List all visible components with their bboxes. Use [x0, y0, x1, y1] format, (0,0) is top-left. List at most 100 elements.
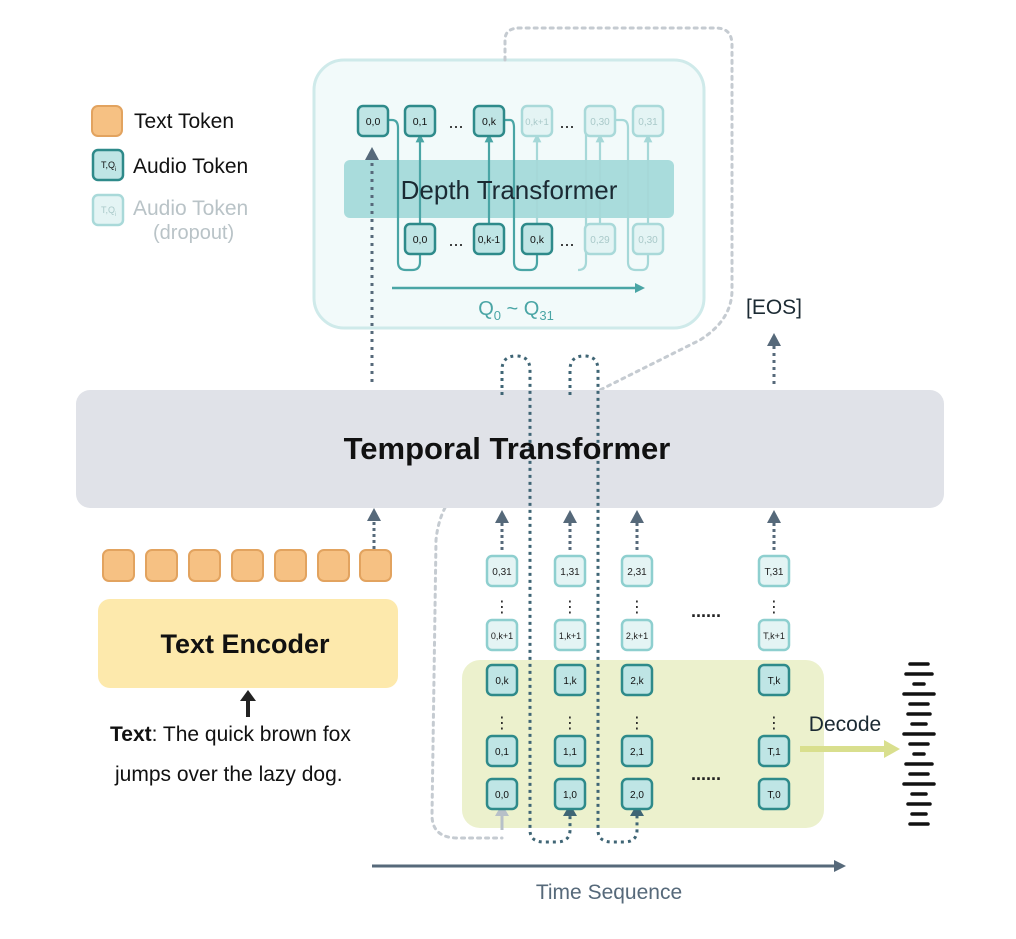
token-label: 2,k+1	[626, 631, 648, 641]
text-token	[188, 549, 221, 582]
depth-top-token: 0,0	[356, 104, 390, 138]
depth-top-ellipsis: ...	[448, 112, 463, 132]
horizontal-ellipsis: ......	[691, 601, 721, 621]
depth-top-token-dropout: 0,31	[631, 104, 665, 138]
depth-bottom-token: 0,0	[403, 222, 437, 256]
token-label: 0,29	[590, 235, 610, 246]
text-token	[359, 549, 392, 582]
audio-column-0: 0,31 ⋮ 0,k+1 0,k ⋮ 0,1 0,0	[485, 554, 519, 811]
depth-top-token: 0,k	[472, 104, 506, 138]
token-label: 1,0	[563, 790, 577, 801]
token-label: 0,0	[413, 234, 428, 246]
text-caption-line2: jumps over the lazy dog.	[114, 763, 343, 786]
vertical-ellipsis: ⋮	[494, 599, 510, 616]
text-to-temporal-arrowhead	[367, 508, 381, 521]
token-label: T,k+1	[763, 631, 785, 641]
token-label: 0,k	[482, 116, 497, 128]
legend-dropout-label: Audio Token	[133, 197, 248, 220]
vertical-ellipsis: ⋮	[629, 599, 645, 616]
q-range-label: Q0 ~ Q31	[478, 298, 554, 323]
token-label: T,31	[765, 567, 784, 578]
text-caption-line1: Text: The quick brown fox	[110, 723, 351, 746]
text-input-arrowhead	[240, 690, 256, 701]
depth-feedback-dotted-path	[430, 26, 734, 840]
text-encoder-title: Text Encoder	[160, 629, 330, 659]
depth-bottom-ellipsis: ...	[559, 230, 574, 250]
legend-audio-token-icon: T,Qi	[101, 160, 116, 173]
depth-bottom-ellipsis: ...	[448, 230, 463, 250]
audio-column-1: 1,31 ⋮ 1,k+1 1,k ⋮ 1,1 1,0	[553, 554, 587, 811]
token-label: 2,1	[630, 747, 644, 758]
token-label: T,1	[767, 747, 781, 758]
depth-transformer-title: Depth Transformer	[401, 175, 618, 205]
token-label: 0,0	[495, 790, 509, 801]
legend: Text Token T,Qi Audio Token T,Qi Audio T…	[91, 105, 248, 244]
token-label: 2,31	[627, 567, 647, 578]
legend-dropout-sublabel: (dropout)	[153, 222, 234, 244]
legend-text-token-label: Text Token	[134, 110, 234, 133]
text-token	[274, 549, 307, 582]
token-label: 1,k+1	[559, 631, 581, 641]
horizontal-ellipsis: ......	[691, 764, 721, 784]
text-token	[231, 549, 264, 582]
text-encoder-block	[98, 599, 398, 688]
token-label: 0,31	[492, 567, 512, 578]
vertical-ellipsis: ⋮	[766, 715, 782, 732]
vertical-ellipsis: ⋮	[562, 599, 578, 616]
token-label: 0,30	[590, 117, 610, 128]
text-token	[317, 549, 350, 582]
audio-column-t: T,31 ⋮ T,k+1 T,k ⋮ T,1 T,0	[757, 554, 791, 811]
legend-text-token-swatch	[91, 105, 123, 137]
column-to-temporal-arrows	[495, 510, 781, 550]
audio-waveform	[902, 662, 936, 826]
legend-audio-token-swatch	[91, 148, 125, 182]
depth-top-token-dropout: 0,30	[583, 104, 617, 138]
depth-bottom-tokens: 0,0 ... 0,k-1 0,k ... 0,29 0,30	[403, 222, 665, 256]
depth-top-token-dropout: 0,k+1	[520, 104, 554, 138]
text-token-row	[102, 549, 392, 582]
legend-audio-token-label: Audio Token	[133, 155, 248, 178]
token-label: 0,31	[638, 117, 658, 128]
legend-dropout-icon: T,Qi	[101, 205, 116, 218]
depth-top-tokens: 0,0 0,1 ... 0,k 0,k+1 ... 0,30 0,31	[356, 104, 665, 138]
text-token	[102, 549, 135, 582]
legend-dropout-swatch	[91, 193, 125, 227]
depth-top-token: 0,1	[403, 104, 437, 138]
token-label: 0,30	[638, 235, 658, 246]
token-label: 2,0	[630, 790, 644, 801]
temporal-transformer-title: Temporal Transformer	[344, 431, 671, 466]
token-label: 0,k	[530, 234, 545, 246]
token-label: 0,k+1	[491, 631, 513, 641]
decode-label: Decode	[809, 713, 881, 736]
token-label: 1,1	[563, 747, 577, 758]
depth-bottom-token-dropout: 0,30	[631, 222, 665, 256]
token-label: 0,k-1	[478, 235, 501, 246]
token-label: 0,k+1	[525, 117, 549, 128]
audio-grid: 0,31 ⋮ 0,k+1 0,k ⋮ 0,1 0,0 1,31 ⋮ 1,k+1 …	[485, 554, 791, 811]
depth-bottom-token: 0,k	[520, 222, 554, 256]
token-label: 1,k	[563, 676, 577, 687]
token-label: 0,0	[366, 116, 381, 128]
decode-arrowhead	[884, 740, 900, 758]
depth-transformer-band	[344, 160, 674, 218]
vertical-ellipsis: ⋮	[562, 715, 578, 732]
depth-bottom-token: 0,k-1	[472, 222, 506, 256]
token-label: 2,k	[630, 676, 644, 687]
token-label: 0,k	[495, 676, 509, 687]
temporal-to-depth-arrowhead	[365, 147, 379, 160]
vertical-ellipsis: ⋮	[766, 599, 782, 616]
token-label: T,0	[767, 790, 781, 801]
temporal-to-eos-arrowhead	[767, 333, 781, 346]
temporal-transformer-block	[76, 390, 944, 508]
vertical-ellipsis: ⋮	[629, 715, 645, 732]
token-label: T,k	[768, 676, 782, 687]
depth-bottom-token-dropout: 0,29	[583, 222, 617, 256]
text-token	[145, 549, 178, 582]
token-label: 1,31	[560, 567, 580, 578]
token-label: 0,1	[413, 116, 428, 128]
time-sequence-label: Time Sequence	[536, 881, 682, 904]
token-label: 0,1	[495, 747, 509, 758]
audio-column-2: 2,31 ⋮ 2,k+1 2,k ⋮ 2,1 2,0	[620, 554, 654, 811]
depth-top-ellipsis: ...	[559, 112, 574, 132]
